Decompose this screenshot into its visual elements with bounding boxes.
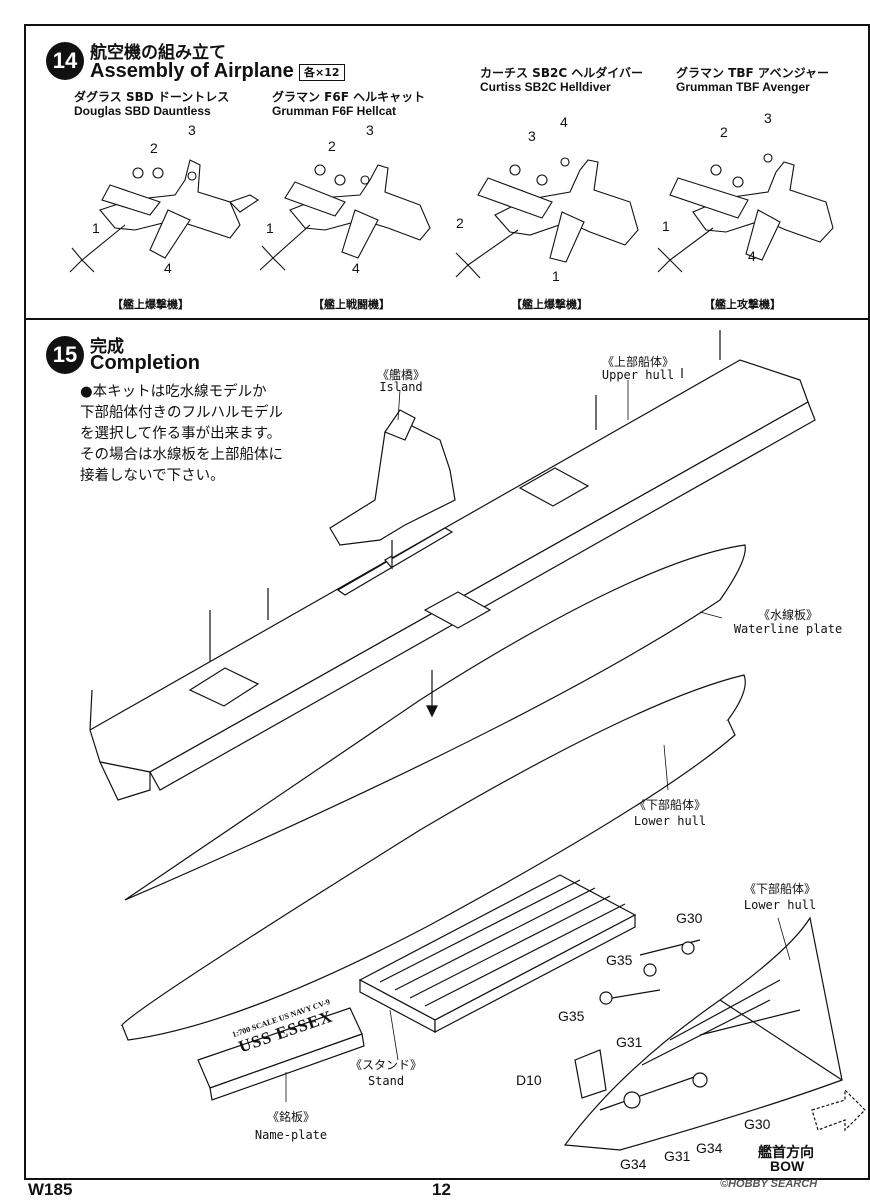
- plane-4-part-4: 4: [748, 248, 756, 264]
- plane-3-part-2: 2: [456, 215, 464, 231]
- step-14-number: 14: [46, 42, 84, 80]
- part-g34-bottom-right: G34: [696, 1140, 723, 1156]
- lower-hull-label-en: Lower hull: [633, 814, 707, 828]
- stand-label-en: Stand: [367, 1074, 405, 1088]
- island-drawing: [329, 419, 456, 546]
- plane-3-part-4: 4: [560, 114, 568, 130]
- waterline-plate-drawing: [124, 544, 746, 901]
- part-g35-top: G35: [606, 952, 633, 968]
- step14-title-en: Assembly of Airplane: [90, 60, 294, 82]
- part-g35-bottom: G35: [558, 1008, 585, 1024]
- plane-2-part-4: 4: [352, 260, 360, 276]
- bow-direction-en: BOW: [770, 1158, 805, 1174]
- note-line: を選択して作る事が出来ます。: [80, 426, 282, 442]
- model-code: W185: [28, 1180, 73, 1199]
- part-g31-top: G31: [616, 1034, 643, 1050]
- island-label-en: Island: [379, 380, 423, 394]
- part-g34-bottom-left: G34: [620, 1156, 647, 1172]
- island-label-jp: 《艦橋》: [376, 368, 425, 382]
- stand-label-jp: 《スタンド》: [349, 1058, 422, 1072]
- plane-3-drawing: [455, 157, 639, 279]
- plane-2-caption: 【艦上戦闘機】: [313, 298, 390, 311]
- plane-4-caption: 【艦上攻撃機】: [704, 298, 781, 311]
- plane-4-drawing: [657, 153, 834, 273]
- plane-4-part-3: 3: [764, 110, 772, 126]
- plane-4-name-en: Grumman TBF Avenger: [676, 80, 810, 94]
- plane-3-part-1: 1: [552, 268, 560, 284]
- plane-3-name-jp: カーチス SB2C ヘルダイバー: [480, 66, 644, 80]
- plane-1-part-4: 4: [164, 260, 172, 276]
- waterline-label-en: Waterline plate: [733, 622, 843, 636]
- note-line: 下部船体付きのフルハルモデル: [80, 405, 283, 421]
- note-line: その場合は水線板を上部船体に: [80, 447, 283, 463]
- plane-1-drawing: [69, 159, 260, 273]
- upper-hull-label-en: Upper hull: [601, 368, 675, 382]
- plane-2-part-2: 2: [328, 138, 336, 154]
- nameplate-label-en: Name-plate: [254, 1128, 328, 1142]
- step15-panel: [24, 318, 870, 1180]
- plane-1-part-1: 1: [92, 220, 100, 236]
- step15-title-jp: 完成: [90, 337, 124, 357]
- plane-1-name-en: Douglas SBD Dauntless: [74, 104, 211, 118]
- step-15-number: 15: [46, 336, 84, 374]
- plane-4-part-1: 1: [662, 218, 670, 234]
- waterline-note: ●本キットは吃水線モデルか 下部船体付きのフルハルモデル を選択して作る事が出来…: [80, 382, 283, 487]
- plane-2-drawing: [259, 164, 431, 271]
- plane-3-caption: 【艦上爆撃機】: [511, 298, 588, 311]
- step15-title-en: Completion: [90, 352, 200, 374]
- plane-3-name-en: Curtiss SB2C Helldiver: [480, 80, 611, 94]
- plane-1-caption: 【艦上爆撃機】: [112, 298, 189, 311]
- part-g30-bottom: G30: [744, 1116, 771, 1132]
- plane-1-part-3: 3: [188, 122, 196, 138]
- note-line: ●本キットは吃水線モデルか: [80, 384, 267, 400]
- plane-2-part-1: 1: [266, 220, 274, 236]
- lower-hull-2-label-en: Lower hull: [743, 898, 817, 912]
- plane-2-part-3: 3: [366, 122, 374, 138]
- plane-3-part-3: 3: [528, 128, 536, 144]
- plane-2-name-jp: グラマン F6F ヘルキャット: [272, 90, 426, 104]
- plane-4-part-2: 2: [720, 124, 728, 140]
- note-line: 接着しないで下さい。: [80, 468, 225, 484]
- plane-1-part-2: 2: [150, 140, 158, 156]
- airplane-diagrams: [69, 153, 834, 279]
- page-number: 12: [432, 1180, 451, 1199]
- waterline-label-jp: 《水線板》: [757, 608, 818, 622]
- plane-4-name-jp: グラマン TBF アベンジャー: [676, 66, 830, 80]
- part-g30-top: G30: [676, 910, 703, 926]
- part-g31-bottom: G31: [664, 1148, 691, 1164]
- watermark: ©HOBBY SEARCH: [720, 1178, 818, 1190]
- quantity-badge: 各×12: [299, 64, 345, 81]
- part-d10: D10: [516, 1072, 542, 1088]
- plane-2-name-en: Grumman F6F Hellcat: [272, 104, 397, 118]
- bow-direction-jp: 艦首方向: [758, 1145, 814, 1161]
- step14-title-jp: 航空機の組み立て: [90, 43, 226, 63]
- lower-hull-label-jp: 《下部船体》: [633, 798, 706, 812]
- plane-1-name-jp: ダグラス SBD ドーントレス: [74, 90, 230, 104]
- upper-hull-label-jp: 《上部船体》: [601, 355, 674, 369]
- nameplate-label-jp: 《銘板》: [266, 1110, 315, 1124]
- lower-hull-2-label-jp: 《下部船体》: [743, 882, 816, 896]
